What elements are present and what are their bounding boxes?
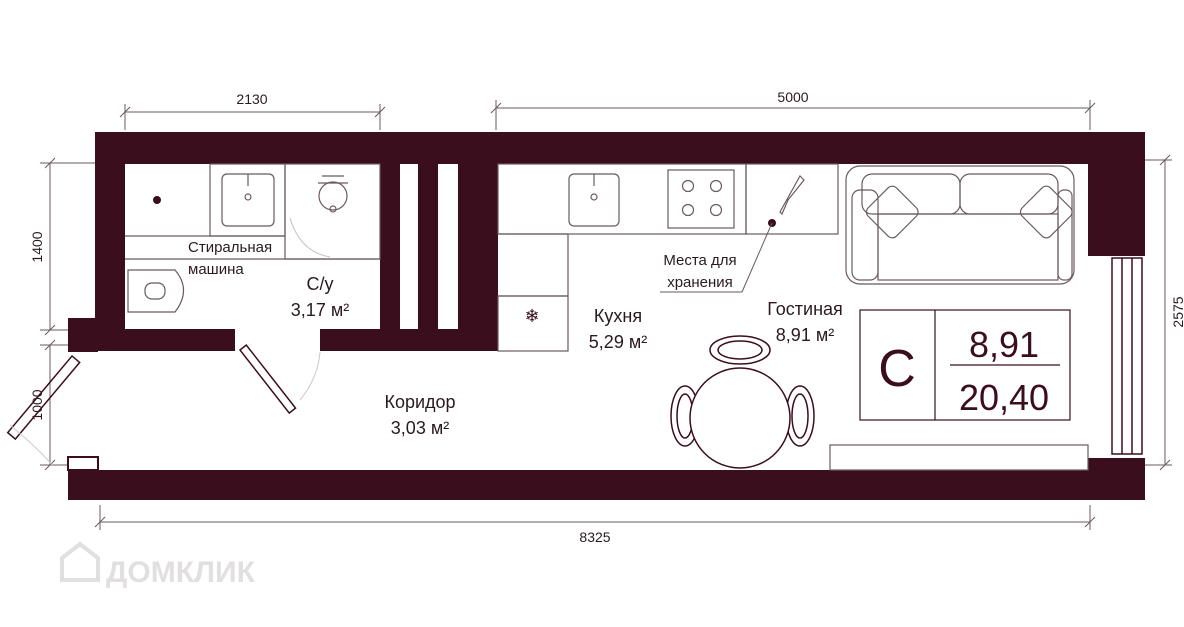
kitchen-area: 5,29 м² [589,332,647,352]
entrance-door [6,354,81,466]
bathroom-door [238,344,321,415]
storage-label-line2: хранения [667,274,733,291]
washer-marker [153,196,161,204]
storage-label-line1: Места для [663,252,736,269]
summary-badge [859,309,1071,421]
washer-label-line2: машина [188,261,244,278]
dim-door-width: 1000 [29,389,45,420]
total-area-value: 20,40 [959,377,1049,418]
walls [68,132,1145,500]
window [1111,257,1143,455]
dining-table [670,335,815,469]
dim-bath-depth: 1400 [29,231,45,262]
corridor-name: Коридор [384,392,455,412]
tv-stand [829,444,1089,471]
kitchen-name: Кухня [594,306,642,326]
kitchen-fixtures [497,163,839,352]
apartment-type-letter: С [878,340,916,398]
living-area-value: 8,91 [969,324,1039,365]
living-area: 8,91 м² [776,325,834,345]
freezer-icon: ❄ [524,306,539,327]
domclick-logo-icon [60,541,100,582]
dim-total-width: 8325 [579,529,610,545]
storage-leader [741,222,773,293]
bathroom-fixtures [125,163,381,313]
dimension-lines [40,100,1172,530]
watermark: ДОМКЛИК [106,556,256,589]
wall-stub-left [67,456,99,471]
bathroom-name: С/у [307,274,334,294]
corridor-area: 3,03 м² [391,418,449,438]
dim-bath-width: 2130 [236,91,267,107]
bathroom-area: 3,17 м² [291,300,349,320]
sofa [845,165,1075,285]
dim-main-width: 5000 [777,89,808,105]
washer-label-line1: Стиральная [188,239,272,256]
dim-total-depth: 2575 [1170,296,1184,327]
living-name: Гостиная [767,299,843,319]
